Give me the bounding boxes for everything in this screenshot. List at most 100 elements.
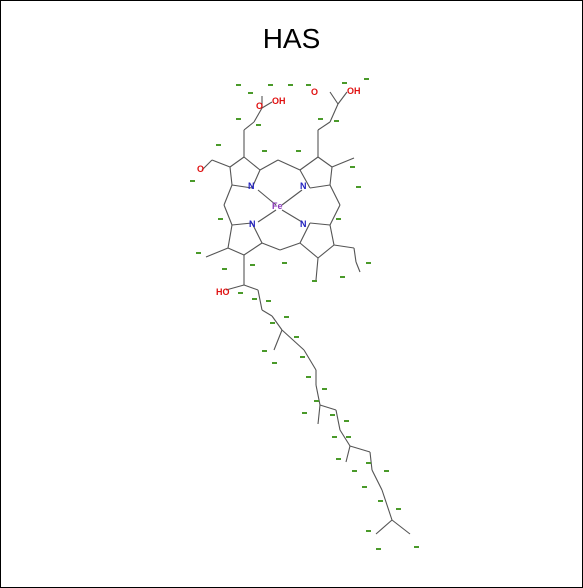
bond bbox=[355, 261, 361, 273]
bond bbox=[371, 469, 383, 491]
bond bbox=[329, 224, 335, 246]
bond bbox=[299, 169, 311, 189]
bond bbox=[251, 222, 263, 244]
o-formyl-label: O bbox=[197, 164, 204, 174]
bond bbox=[231, 222, 253, 226]
hydrogen-marker bbox=[322, 388, 327, 390]
bond-network bbox=[201, 91, 411, 535]
hydrogen-marker bbox=[266, 300, 271, 302]
bond bbox=[333, 244, 355, 249]
hydrogen-marker bbox=[252, 298, 257, 300]
hydrogen-marker bbox=[350, 166, 355, 168]
hydrogen-marker bbox=[270, 322, 275, 324]
bond bbox=[257, 189, 277, 206]
hydrogen-marker bbox=[302, 412, 307, 414]
bond bbox=[243, 284, 259, 291]
bond bbox=[223, 204, 233, 226]
hydrogen-marker bbox=[306, 376, 311, 378]
hydrogen-marker bbox=[314, 400, 319, 402]
hydrogen-marker bbox=[334, 120, 339, 122]
hydrogen-marker bbox=[414, 546, 419, 548]
hydrogen-marker bbox=[268, 84, 273, 86]
bond bbox=[227, 224, 233, 249]
bond bbox=[261, 101, 273, 109]
hydrogen-labels bbox=[190, 78, 419, 550]
hydrogen-marker bbox=[330, 414, 335, 416]
oh-right-label: OH bbox=[347, 86, 361, 96]
bond bbox=[281, 189, 303, 206]
hydrogen-marker bbox=[236, 118, 241, 120]
hydrogen-marker bbox=[294, 336, 299, 338]
bond bbox=[281, 209, 303, 223]
bond bbox=[303, 349, 317, 371]
hydrogen-marker bbox=[238, 292, 243, 294]
hydrogen-marker bbox=[284, 316, 289, 318]
hydrogen-marker bbox=[262, 150, 267, 152]
hydrogen-marker bbox=[312, 280, 317, 282]
hydrogen-marker bbox=[342, 82, 347, 84]
bond bbox=[225, 284, 245, 291]
bond bbox=[261, 242, 281, 251]
bond bbox=[223, 184, 233, 206]
hydrogen-marker bbox=[332, 436, 337, 438]
hydrogen-marker bbox=[352, 470, 357, 472]
bond bbox=[259, 159, 279, 171]
n-top-left-label: N bbox=[248, 181, 255, 191]
bond bbox=[331, 157, 355, 168]
bond bbox=[349, 445, 371, 453]
hydrogen-marker bbox=[306, 84, 311, 86]
bond bbox=[375, 519, 393, 535]
hydrogen-marker bbox=[272, 362, 277, 364]
hydrogen-marker bbox=[300, 356, 305, 358]
bond bbox=[309, 222, 331, 226]
bond bbox=[271, 315, 283, 331]
hydrogen-marker bbox=[362, 486, 367, 488]
bond bbox=[277, 159, 301, 171]
hydrogen-marker bbox=[218, 218, 223, 220]
bond bbox=[201, 159, 213, 171]
hydrogen-marker bbox=[222, 268, 227, 270]
bond bbox=[317, 121, 331, 131]
bond bbox=[229, 156, 245, 168]
hydrogen-marker bbox=[366, 530, 371, 532]
hydrogen-marker bbox=[216, 144, 221, 146]
hydrogen-marker bbox=[248, 92, 253, 94]
bond bbox=[337, 91, 348, 105]
bond bbox=[273, 329, 283, 351]
bond bbox=[205, 247, 229, 258]
bond bbox=[329, 204, 341, 226]
bond bbox=[317, 244, 335, 259]
bond bbox=[243, 156, 261, 171]
bond bbox=[345, 445, 351, 463]
bond bbox=[261, 309, 273, 317]
bond bbox=[251, 169, 261, 189]
bond bbox=[339, 429, 351, 447]
n-bottom-right-label: N bbox=[300, 219, 307, 229]
bond bbox=[329, 184, 341, 206]
hydrogen-marker bbox=[236, 84, 241, 86]
bond bbox=[281, 329, 305, 351]
hydrogen-marker bbox=[288, 84, 293, 86]
bond bbox=[299, 156, 319, 171]
hydrogen-marker bbox=[318, 118, 323, 120]
hydrogen-marker bbox=[340, 276, 345, 278]
fe-label: Fe bbox=[272, 201, 283, 211]
n-bottom-left-label: N bbox=[249, 219, 256, 229]
hydrogen-marker bbox=[364, 78, 369, 80]
hydrogen-marker bbox=[250, 264, 255, 266]
bond bbox=[243, 121, 255, 131]
hydrogen-marker bbox=[366, 262, 371, 264]
bond bbox=[253, 107, 263, 123]
n-top-right-label: N bbox=[300, 181, 307, 191]
bond bbox=[227, 247, 245, 256]
bond bbox=[211, 159, 231, 168]
bond bbox=[353, 247, 357, 263]
hydrogen-marker bbox=[296, 150, 301, 152]
hydrogen-marker bbox=[336, 458, 341, 460]
bond bbox=[231, 184, 253, 189]
hydrogen-marker bbox=[256, 124, 261, 126]
hydrogen-marker bbox=[282, 262, 287, 264]
hydrogen-marker bbox=[384, 470, 389, 472]
hydrogen-marker bbox=[376, 548, 381, 550]
oh-left-label: OH bbox=[272, 96, 286, 106]
